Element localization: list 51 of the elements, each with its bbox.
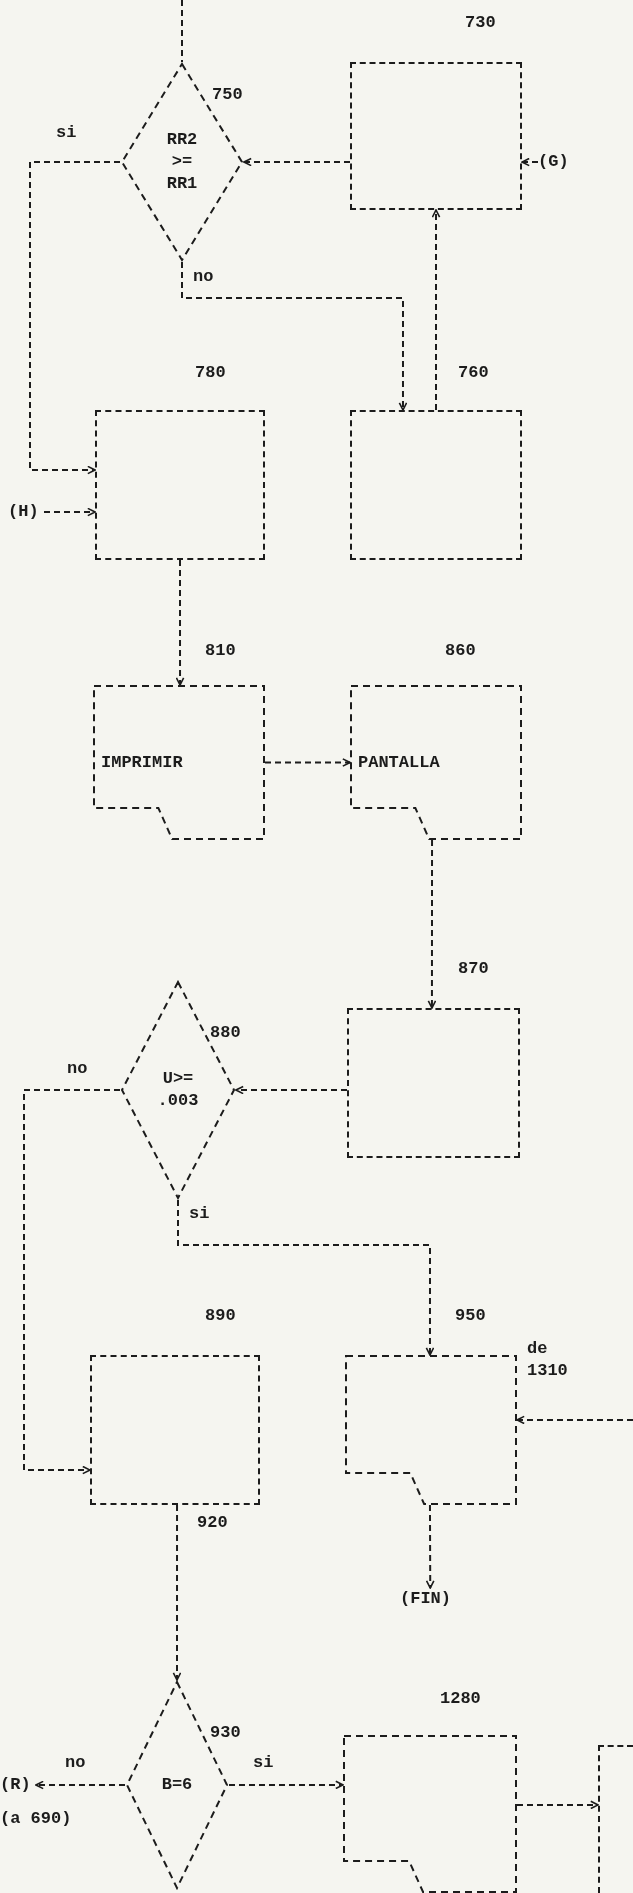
document-shape: [93, 685, 265, 840]
arrow: [427, 839, 437, 1009]
box-text: IMPRIMIR: [101, 751, 183, 774]
step-number: 870: [458, 958, 489, 980]
terminal-label: (R): [0, 1774, 36, 1796]
condition-text: B=6: [160, 1774, 194, 1796]
arrow: [181, 261, 408, 411]
arrow: [35, 1780, 126, 1790]
process-box: [350, 62, 522, 210]
step-number: 860: [445, 640, 476, 662]
step-number: 890: [205, 1305, 236, 1327]
note-text: (a 690): [0, 1808, 72, 1830]
step-number: 930: [210, 1722, 241, 1744]
arrow: [425, 1504, 435, 1589]
document-shape: [345, 1355, 517, 1505]
step-number: 730: [465, 12, 496, 34]
arrow: [23, 1089, 121, 1475]
arrow: [29, 161, 121, 475]
step-number: 750: [212, 84, 243, 106]
step-number: 880: [210, 1022, 241, 1044]
arrow: [516, 1415, 633, 1425]
arrow: [172, 1504, 182, 1681]
document-shape: [350, 685, 522, 840]
step-number: 780: [195, 362, 226, 384]
arrow: [243, 157, 351, 167]
arrow: [516, 1800, 599, 1810]
process-box: [90, 1355, 260, 1505]
terminal-label: (H): [8, 501, 44, 523]
process-box: [347, 1008, 520, 1158]
condition-text: RR2 >= RR1: [165, 129, 199, 195]
process-box: [95, 410, 265, 560]
arrow: [235, 1085, 348, 1095]
step-number: 760: [458, 362, 489, 384]
terminal-label: (FIN): [400, 1588, 456, 1610]
condition-text: U>= .003: [156, 1068, 200, 1112]
process-box: [350, 410, 522, 560]
terminal-label: (G): [538, 151, 574, 173]
arrow: [175, 559, 185, 686]
document-shape: [343, 1735, 517, 1893]
decision-diamond: [120, 62, 244, 262]
arrow: [177, 1199, 435, 1356]
arrow: [264, 758, 351, 767]
step-number: 1280: [440, 1688, 481, 1710]
process-box: [598, 1745, 633, 1893]
step-number: 950: [455, 1305, 486, 1327]
box-text: PANTALLA: [358, 751, 440, 774]
arrow: [431, 209, 441, 411]
arrow: [43, 507, 96, 517]
step-number: 810: [205, 640, 236, 662]
arrow: [521, 157, 539, 167]
arrow: [228, 1780, 344, 1790]
